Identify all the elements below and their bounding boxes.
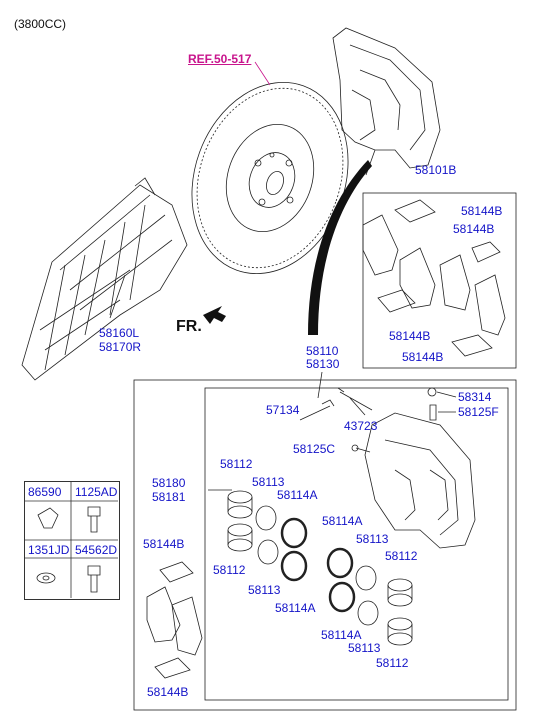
part-58112[interactable]: 58112 bbox=[220, 457, 253, 471]
piston-2[interactable] bbox=[227, 523, 253, 552]
pad-set-upper[interactable] bbox=[362, 214, 506, 336]
dust-boot[interactable] bbox=[280, 550, 308, 582]
part-58314[interactable]: 58314 bbox=[458, 390, 492, 404]
caliper-assembly-box bbox=[133, 379, 517, 711]
seal-ring[interactable] bbox=[355, 565, 377, 591]
table-header-86590[interactable]: 86590 bbox=[28, 485, 62, 499]
part-58112[interactable]: 58112 bbox=[213, 563, 246, 577]
part-58110[interactable]: 58110 bbox=[306, 344, 339, 358]
part-58144B[interactable]: 58144B bbox=[453, 222, 495, 236]
part-57134[interactable]: 57134 bbox=[266, 403, 300, 417]
fastener-table: 86590 1125AD 1351JD 54562D bbox=[24, 481, 120, 600]
part-58114A[interactable]: 58114A bbox=[321, 628, 362, 642]
part-58130[interactable]: 58130 bbox=[306, 357, 340, 371]
seal-ring[interactable] bbox=[257, 539, 279, 565]
dust-boot[interactable] bbox=[326, 547, 354, 579]
part-58125F[interactable]: 58125F bbox=[458, 405, 499, 419]
bleeder-screw[interactable] bbox=[427, 387, 437, 421]
part-58113[interactable]: 58113 bbox=[348, 641, 381, 655]
part-58113[interactable]: 58113 bbox=[252, 475, 285, 489]
part-58144B[interactable]: 58144B bbox=[143, 537, 185, 551]
part-58112[interactable]: 58112 bbox=[385, 549, 418, 563]
part-58144B[interactable]: 58144B bbox=[402, 350, 444, 364]
part-58114A[interactable]: 58114A bbox=[322, 514, 363, 528]
front-direction-arrow bbox=[203, 306, 226, 324]
engine-label: (3800CC) bbox=[14, 17, 67, 31]
part-58113[interactable]: 58113 bbox=[356, 532, 389, 546]
assembly-arrow bbox=[308, 160, 372, 335]
table-header-1351JD[interactable]: 1351JD bbox=[28, 543, 70, 557]
guide-pin[interactable] bbox=[337, 387, 373, 411]
part-58170R[interactable]: 58170R bbox=[99, 340, 142, 354]
clip-86590-icon bbox=[37, 507, 59, 529]
part-58181[interactable]: 58181 bbox=[152, 490, 186, 504]
part-58112[interactable]: 58112 bbox=[376, 656, 409, 670]
dust-shield[interactable] bbox=[21, 177, 188, 381]
pad-kit-box bbox=[362, 192, 517, 369]
pad-set-lower[interactable] bbox=[146, 561, 203, 679]
bleeder-cap[interactable] bbox=[351, 444, 359, 452]
part-58144B[interactable]: 58144B bbox=[461, 204, 503, 218]
washer-1351JD-icon bbox=[36, 572, 56, 584]
piston-4[interactable] bbox=[387, 617, 413, 646]
front-label: FR. bbox=[176, 318, 202, 335]
dust-boot[interactable] bbox=[280, 517, 308, 549]
caliper-lower[interactable] bbox=[364, 412, 476, 549]
part-43723[interactable]: 43723 bbox=[344, 419, 378, 433]
bolt-1125AD-icon bbox=[87, 506, 101, 533]
part-58114A[interactable]: 58114A bbox=[277, 488, 318, 502]
pad-springs-box[interactable] bbox=[377, 199, 501, 357]
reference-link[interactable]: REF.50-517 bbox=[188, 52, 252, 66]
part-58144B[interactable]: 58144B bbox=[147, 685, 189, 699]
brake-disc[interactable] bbox=[166, 60, 374, 295]
seal-ring[interactable] bbox=[255, 505, 277, 531]
table-header-1125AD[interactable]: 1125AD bbox=[75, 485, 118, 499]
clip-57134[interactable] bbox=[321, 399, 335, 407]
part-58113[interactable]: 58113 bbox=[248, 583, 281, 597]
piston-3[interactable] bbox=[387, 578, 413, 607]
part-58180[interactable]: 58180 bbox=[152, 476, 186, 490]
caliper-sub-box bbox=[204, 387, 509, 701]
bolt-54562D-icon bbox=[87, 565, 101, 593]
caliper-top[interactable] bbox=[332, 27, 441, 169]
table-header-54562D[interactable]: 54562D bbox=[75, 543, 118, 557]
part-58144B[interactable]: 58144B bbox=[389, 329, 431, 343]
seal-ring[interactable] bbox=[357, 600, 379, 626]
part-58114A[interactable]: 58114A bbox=[275, 601, 316, 615]
piston-1[interactable] bbox=[227, 490, 253, 519]
part-58101B[interactable]: 58101B bbox=[415, 163, 457, 177]
part-58125C[interactable]: 58125C bbox=[293, 442, 336, 456]
dust-boot[interactable] bbox=[328, 581, 356, 613]
part-58160L[interactable]: 58160L bbox=[99, 326, 140, 340]
